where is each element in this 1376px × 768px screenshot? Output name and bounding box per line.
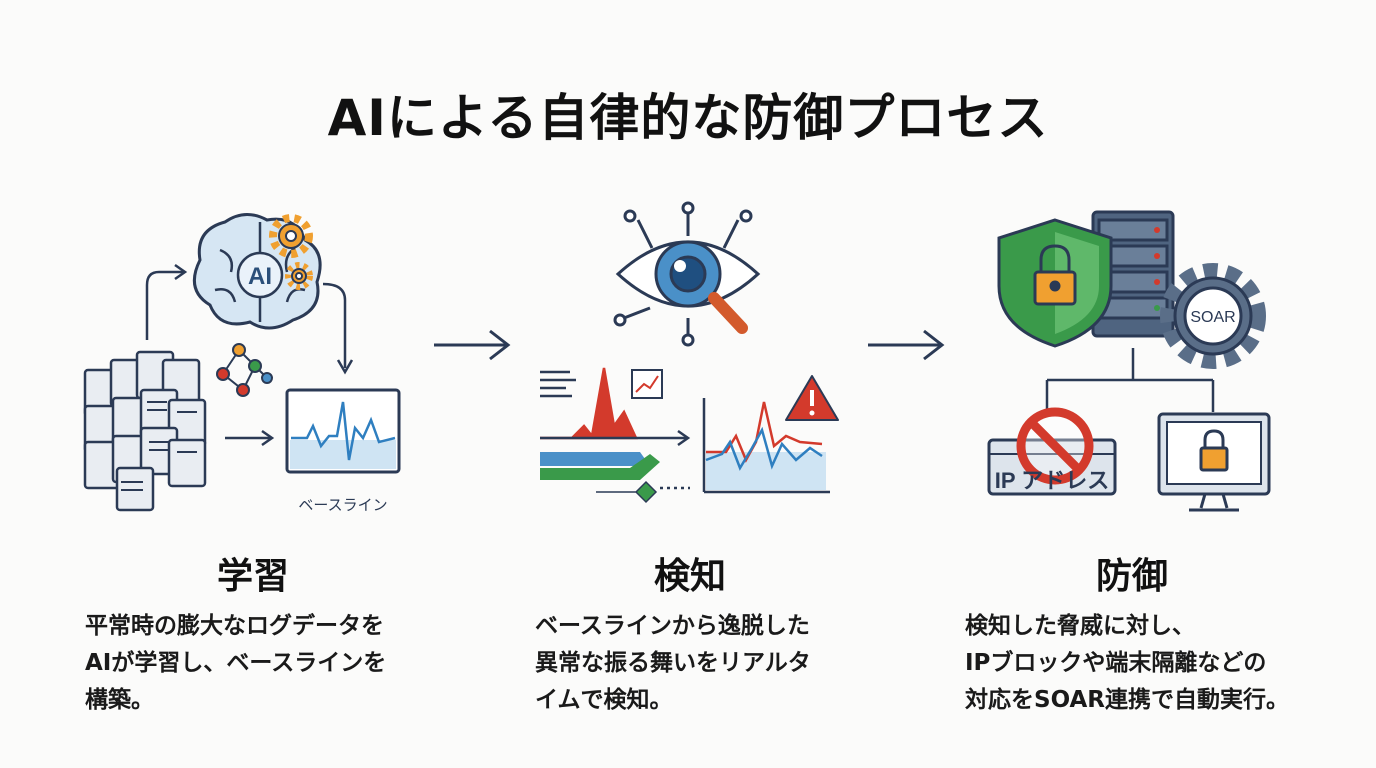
desc-line: 構築。 (85, 687, 154, 713)
alert-chart (702, 398, 830, 494)
desc-line: イムで検知。 (535, 687, 673, 713)
ip-address-label: IP アドレス (995, 468, 1110, 493)
gear-icon (269, 214, 313, 290)
step-description-defense: 検知した脅威に対し、 IPブロックや端末隔離などの 対応をSOAR連携で自動実行… (965, 608, 1325, 719)
step-defense: SOAR IP アドレス 防御 検知した脅威に対し、 IPブ (935, 190, 1335, 750)
desc-line: 平常時の膨大なログデータを (85, 613, 384, 639)
brain-ai-label: AI (248, 263, 272, 290)
defense-illustration: SOAR IP アドレス (987, 210, 1271, 512)
baseline-chart (285, 388, 401, 474)
eye-magnifier-icon (613, 201, 761, 347)
desc-line: ベースラインから逸脱した (535, 613, 810, 639)
desc-line: 対応をSOAR連携で自動実行。 (965, 687, 1290, 713)
arrow-right-icon (434, 329, 511, 361)
detection-illustration (540, 201, 839, 504)
network-nodes-icon (216, 343, 273, 397)
isolated-terminal-icon (1157, 412, 1271, 512)
desc-line: AIが学習し、ベースラインを (85, 650, 387, 676)
shield-lock-icon (997, 218, 1113, 348)
page-title: AIによる自律的な防御プロセス (327, 89, 1049, 147)
baseline-label: ベースライン (298, 496, 387, 514)
step-title-learning: 学習 (216, 556, 289, 597)
step-detection: 検知 ベースラインから逸脱した 異常な振る舞いをリアルタ イムで検知。 (500, 190, 900, 750)
step-title-detection: 検知 (653, 556, 726, 597)
desc-line: 検知した脅威に対し、 (965, 613, 1195, 639)
desc-line: 異常な振る舞いをリアルタ (535, 650, 811, 676)
anomaly-spike-chart (540, 367, 691, 504)
soar-label: SOAR (1190, 309, 1235, 326)
arrow-right-icon (868, 329, 945, 361)
warning-icon (785, 375, 839, 421)
desc-line: IPブロックや端末隔離などの (965, 650, 1267, 676)
ip-block-icon (987, 407, 1117, 496)
soar-gear-icon (1160, 263, 1266, 369)
step-learning: AI (55, 190, 455, 750)
step-description-learning: 平常時の膨大なログデータを AIが学習し、ベースラインを 構築。 (85, 608, 445, 719)
log-documents-icon (83, 350, 207, 512)
server-icon (1091, 210, 1175, 338)
learning-illustration: AI (83, 213, 401, 514)
step-description-detection: ベースラインから逸脱した 異常な振る舞いをリアルタ イムで検知。 (535, 608, 895, 719)
step-title-defense: 防御 (1095, 556, 1168, 597)
